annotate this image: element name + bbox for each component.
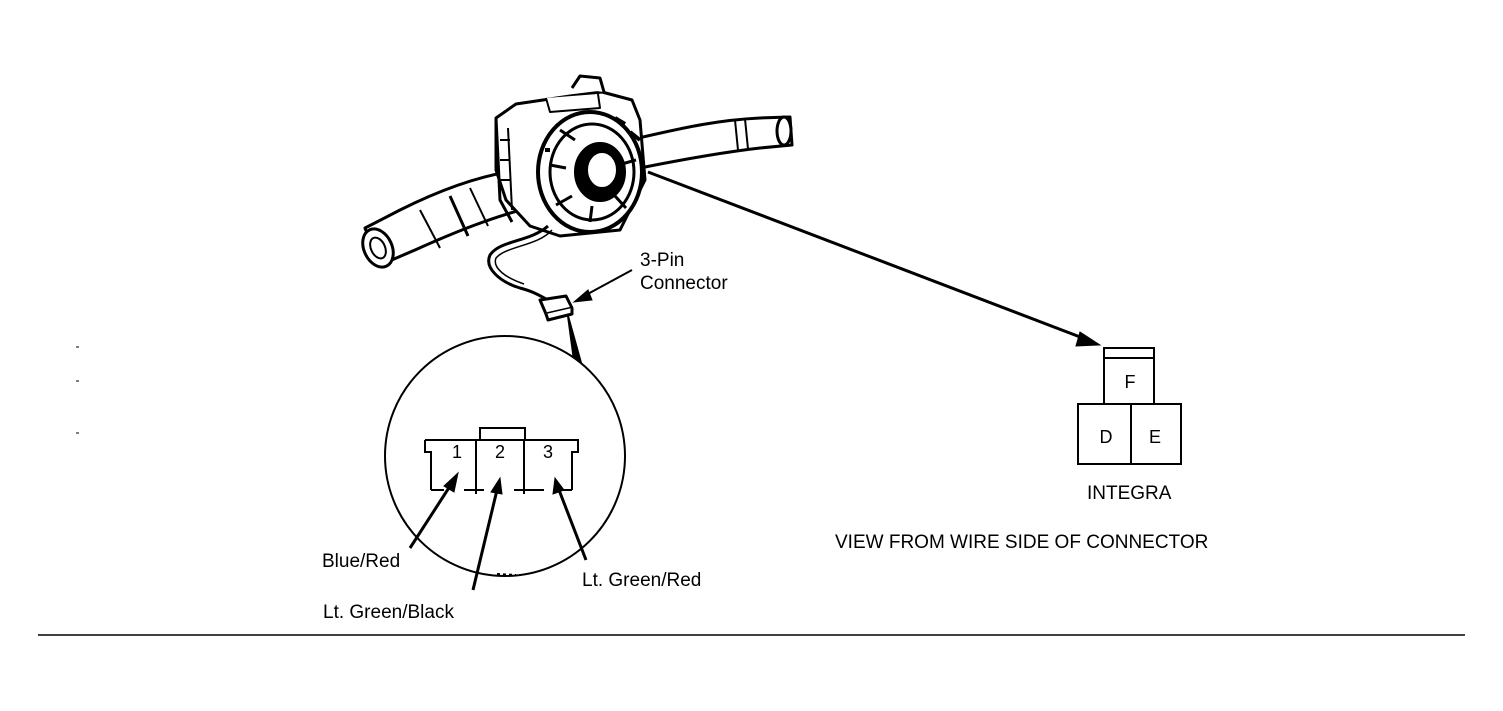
combination-switch bbox=[361, 74, 794, 322]
wire-label-lt-green-black: Lt. Green/Black bbox=[323, 602, 454, 623]
detail-connector-body bbox=[424, 427, 579, 494]
view-note-label: VIEW FROM WIRE SIDE OF CONNECTOR bbox=[835, 532, 1209, 553]
terminal-d-cavity bbox=[1077, 403, 1132, 465]
pin-1-arrow-shaft bbox=[408, 482, 454, 549]
pin-2-arrow-head bbox=[490, 476, 503, 495]
integra-connector bbox=[1077, 347, 1182, 465]
wire-label-blue-red: Blue/Red bbox=[322, 551, 401, 572]
three-pin-callout-arrow bbox=[572, 269, 633, 303]
pin-1-label: 1 bbox=[452, 442, 462, 462]
three-pin-connector-label-line1: 3-Pin bbox=[640, 250, 685, 271]
small-3pin-connector bbox=[538, 294, 574, 322]
harness-wire bbox=[487, 224, 549, 302]
pin-2-label: 2 bbox=[495, 442, 505, 462]
margin-marks bbox=[76, 346, 79, 434]
terminal-d-label: D bbox=[1100, 427, 1113, 447]
cable-reel bbox=[536, 110, 644, 234]
terminal-e-cavity bbox=[1130, 403, 1182, 465]
wire-arrows bbox=[408, 471, 588, 591]
integra-model-label: INTEGRA bbox=[1087, 483, 1172, 504]
pin-3-arrow-head bbox=[552, 476, 565, 495]
right-lever bbox=[628, 115, 794, 170]
pin-3-label: 3 bbox=[543, 442, 553, 462]
left-lever bbox=[361, 168, 530, 269]
terminal-f-label: F bbox=[1125, 372, 1136, 392]
integra-arrow bbox=[647, 170, 1102, 347]
three-pin-connector-label-line2: Connector bbox=[640, 273, 728, 294]
pin-1-arrow-head bbox=[443, 471, 459, 493]
pin-3-arrow-shaft bbox=[557, 489, 588, 561]
wire-label-lt-green-red: Lt. Green/Red bbox=[582, 570, 702, 591]
pin-2-arrow-shaft bbox=[471, 489, 499, 591]
terminal-e-label: E bbox=[1149, 427, 1161, 447]
detail-circle: 1 2 3 bbox=[384, 335, 626, 591]
